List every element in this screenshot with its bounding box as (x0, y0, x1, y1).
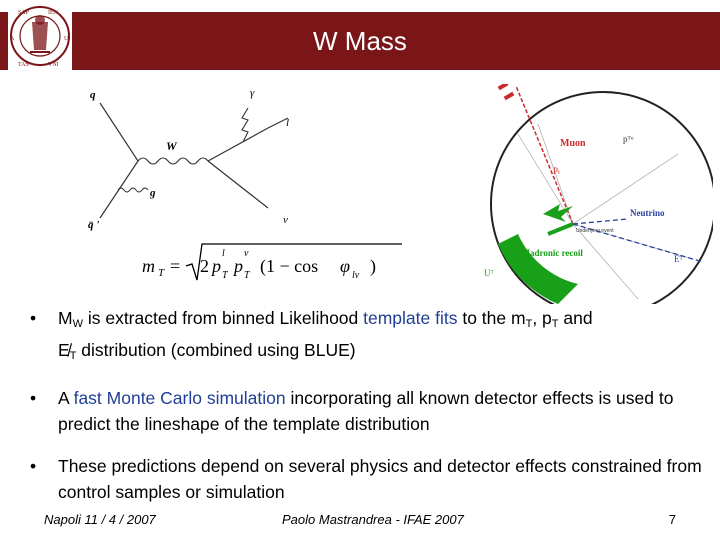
template-fits-highlight: template fits (363, 308, 458, 328)
svg-text:=: = (170, 256, 180, 276)
svg-text:m: m (142, 256, 155, 276)
svg-text:U: U (64, 36, 69, 42)
svg-text:T: T (158, 267, 165, 279)
bullet-dot: • (30, 308, 37, 328)
slide-title: W Mass (313, 26, 407, 56)
svg-text:): ) (370, 256, 376, 277)
svg-text:(1 − cos: (1 − cos (260, 256, 318, 277)
svg-text:2: 2 (200, 256, 209, 276)
svg-text:T: T (244, 270, 251, 281)
svg-text:TAS: TAS (18, 62, 29, 68)
bullet-template-fits: • MW is extracted from binned Likelihood… (30, 305, 705, 369)
svg-text:VNI: VNI (48, 62, 59, 68)
svg-text:SAP: SAP (18, 10, 30, 16)
feynman-diagram: q q̄ ' W g γ l ν (88, 87, 289, 231)
underlying-event-label: Underlying event (576, 228, 614, 234)
svg-text:lν: lν (352, 270, 360, 281)
svg-text:p: p (232, 256, 243, 276)
footer-page-number: 7 (668, 512, 676, 527)
bullet-predictions: • These predictions depend on several ph… (30, 453, 705, 505)
svg-text:φ: φ (340, 256, 350, 276)
svg-text:p: p (210, 256, 221, 276)
neutrino-track-label: Neutrino (630, 208, 665, 218)
pt-mu-label: pᵀᵘ (623, 134, 634, 144)
bullet-dot: • (30, 388, 37, 408)
detector-transverse-view: Muon pᵀᵘ Pₜ Neutrino Underlying event Ha… (484, 84, 713, 304)
transverse-mass-formula: m T = 2 p l T p ν T (1 − cos φ lν ) (142, 243, 402, 281)
title-bar (0, 12, 720, 70)
svg-text:A: A (10, 36, 15, 42)
ut-label: Uᵀ (484, 268, 494, 278)
bullet-dot: • (30, 456, 37, 476)
footer-author: Paolo Mastrandrea - IFAE 2007 (282, 512, 464, 527)
et-label: Eᵀ (674, 254, 683, 264)
gluon-label: g (149, 187, 156, 199)
quark-label: q (90, 89, 96, 101)
muon-label: Muon (560, 138, 586, 149)
hadronic-recoil-label: Hadronic recoil (523, 248, 583, 258)
svg-text:T: T (222, 270, 229, 281)
lepton-label: l (286, 117, 289, 129)
bullet-list: • MW is extracted from binned Likelihood… (30, 305, 705, 521)
photon-label: γ (250, 87, 255, 99)
pt-label: Pₜ (553, 166, 561, 176)
bullet-fast-mc: • A fast Monte Carlo simulation incorpor… (30, 385, 705, 437)
university-seal-logo: SAP IEN A U TAS VNI (8, 0, 72, 70)
w-boson-label: W (166, 139, 178, 153)
svg-text:ν: ν (244, 248, 249, 259)
svg-text:l: l (222, 248, 225, 259)
svg-text:IEN: IEN (48, 10, 59, 16)
antiquark-label: q̄ ' (88, 219, 99, 231)
fast-mc-highlight: fast Monte Carlo simulation (73, 388, 286, 408)
footer-date: Napoli 11 / 4 / 2007 (44, 512, 156, 527)
neutrino-label: ν (283, 214, 288, 226)
